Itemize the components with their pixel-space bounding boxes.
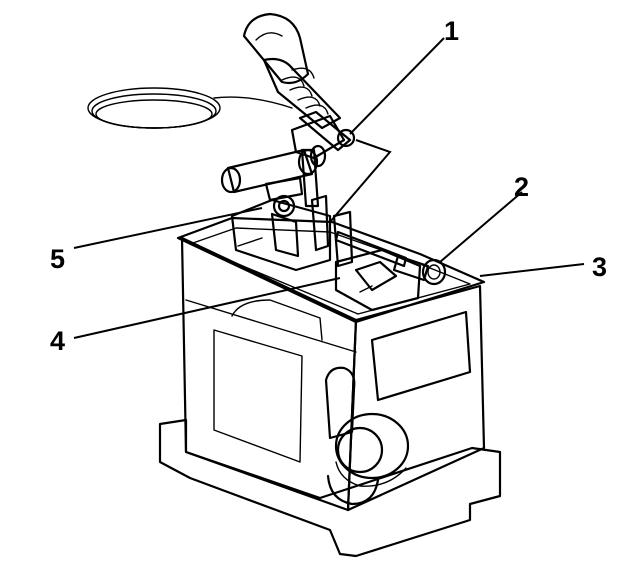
callout-5: 5 [50, 244, 65, 274]
shift-bracket-left [230, 194, 332, 272]
transmission-housing [158, 216, 502, 558]
callout-2: 2 [514, 172, 529, 202]
shift-lever [87, 12, 356, 208]
leader-lines [73, 37, 585, 339]
leader-line-1-branch [329, 139, 392, 223]
bolt [392, 254, 447, 286]
leader-line-4 [73, 277, 341, 339]
leader-line-5 [73, 207, 263, 249]
callout-4: 4 [50, 326, 65, 356]
shift-linkage-rod [334, 230, 408, 268]
leader-line-2 [439, 191, 523, 263]
leader-line-1 [349, 37, 445, 135]
leader-line-3 [479, 263, 585, 277]
callout-3: 3 [592, 252, 607, 282]
callout-1: 1 [444, 16, 459, 46]
